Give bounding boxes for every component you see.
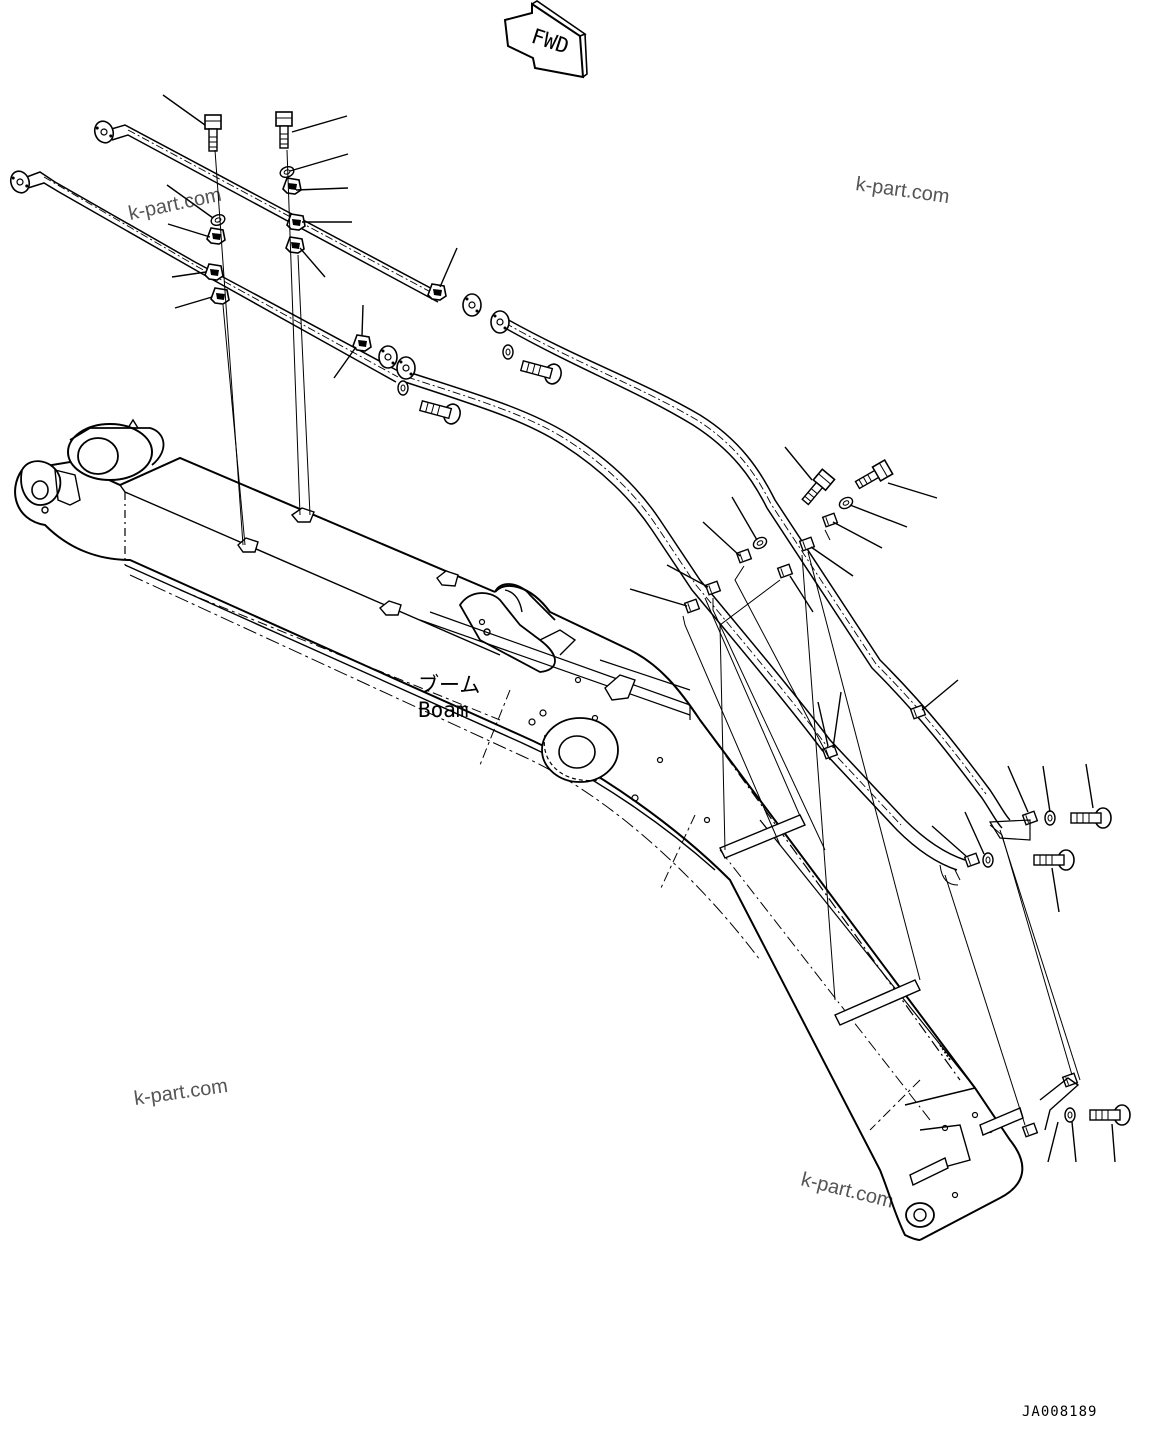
- part-label-english: Boam: [418, 698, 469, 722]
- flange-icon: [6, 117, 510, 380]
- watermark: k-part.com: [854, 173, 951, 208]
- clamp-link-lines: [682, 529, 1081, 1131]
- bolt-icon: [417, 355, 565, 427]
- watermark: k-part.com: [133, 1075, 230, 1110]
- clamp-icon: [683, 494, 1079, 1138]
- drawing-code: JA008189: [1022, 1404, 1097, 1420]
- bolt-icon: [204, 111, 293, 152]
- boom-clamp-brackets: [237, 507, 1024, 1186]
- bolt-icon: [798, 459, 1131, 1126]
- part-label-japanese: ブーム: [418, 673, 480, 697]
- hydraulic-pipes: [23, 124, 1011, 871]
- fwd-arrow-icon: FWD: [503, 0, 588, 79]
- leader-lines: [162, 94, 1116, 1163]
- boom-body: [14, 418, 1024, 1241]
- alignment-lines: [214, 149, 311, 546]
- clamp-icon: [204, 164, 447, 352]
